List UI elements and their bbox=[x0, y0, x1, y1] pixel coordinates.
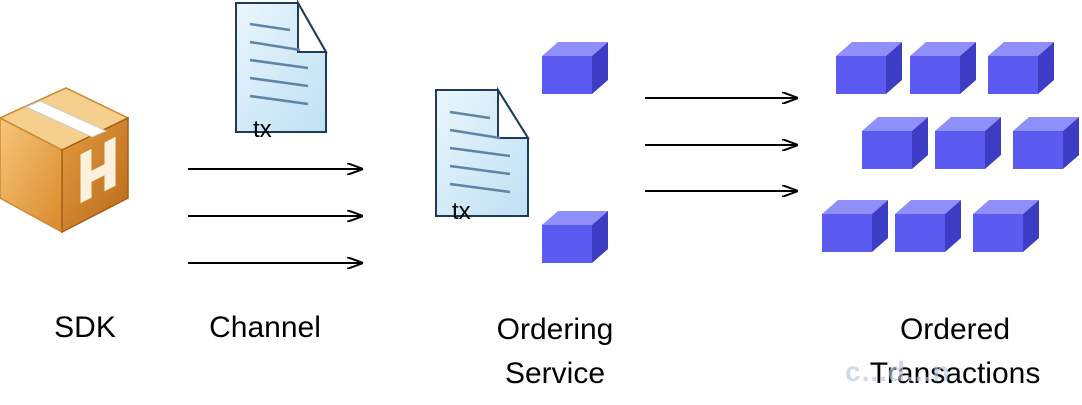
ordering-service-label-line2: Service bbox=[504, 357, 606, 390]
document-icon bbox=[235, 0, 328, 133]
block-icon bbox=[542, 42, 608, 94]
ordered-transactions-label-line1: Ordered bbox=[899, 313, 1011, 346]
ordered-transactions-label-line2: Transactions bbox=[869, 357, 1041, 390]
block-icon bbox=[836, 42, 902, 94]
block-icon bbox=[1013, 117, 1079, 169]
ordering-service-label-line1: Ordering bbox=[496, 313, 614, 346]
block-icon bbox=[862, 117, 928, 169]
block-icon bbox=[973, 200, 1039, 252]
block-icon bbox=[822, 200, 888, 252]
block-icon bbox=[542, 211, 608, 263]
tx-label: tx bbox=[253, 116, 272, 143]
block-icon bbox=[935, 117, 1001, 169]
package-icon bbox=[0, 87, 130, 234]
arrow-icon bbox=[188, 169, 362, 263]
arrow-icon bbox=[645, 98, 797, 191]
channel-label: Channel bbox=[209, 311, 321, 344]
tx-label: tx bbox=[452, 198, 471, 225]
watermark: c...d...n bbox=[845, 356, 951, 387]
block-icon bbox=[910, 42, 976, 94]
document-icon bbox=[435, 86, 530, 217]
block-icon bbox=[988, 42, 1054, 94]
ordering-service-label: Ordering Service bbox=[470, 308, 640, 396]
ordered-transactions-label: Ordered Transactions bbox=[855, 308, 1055, 396]
block-icon bbox=[895, 200, 961, 252]
sdk-label: SDK bbox=[54, 311, 116, 344]
